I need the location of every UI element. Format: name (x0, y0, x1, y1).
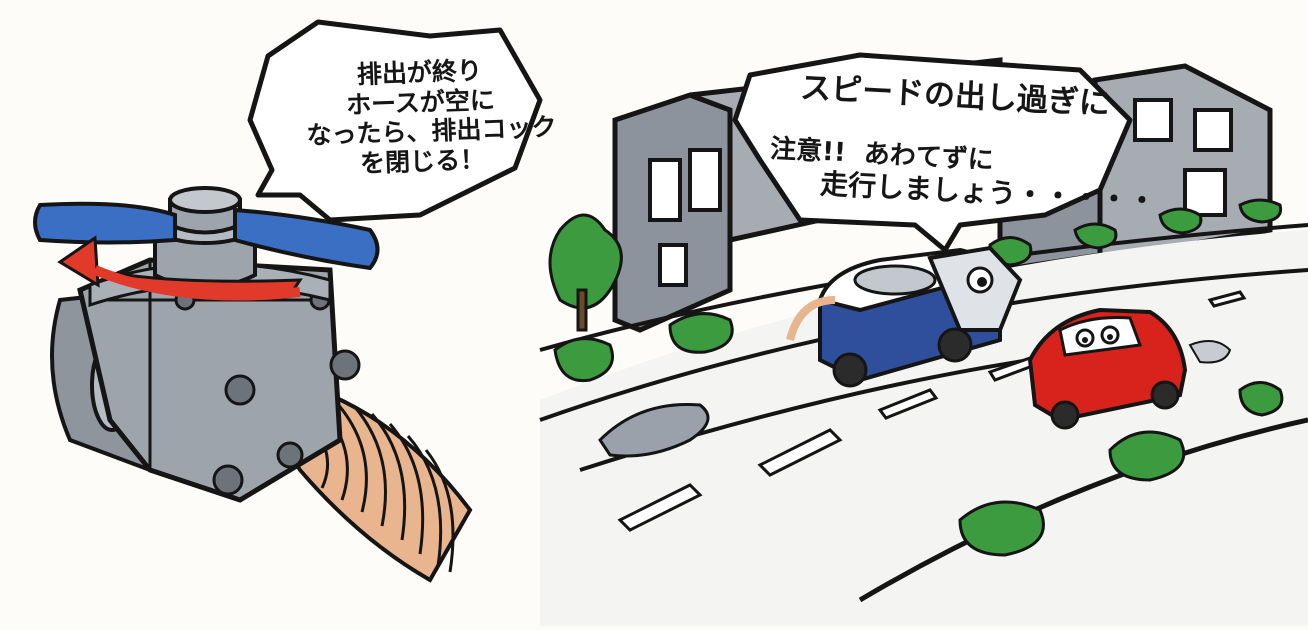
valve-handle (33, 201, 177, 245)
road-scene (539, 57, 1308, 626)
valve-illustration (33, 186, 473, 583)
red-car (1027, 307, 1232, 430)
vacuum-truck (786, 245, 1023, 388)
trees (548, 198, 1284, 557)
road-speech-bubble (732, 52, 1133, 253)
valve-speech-bubble (247, 19, 543, 223)
